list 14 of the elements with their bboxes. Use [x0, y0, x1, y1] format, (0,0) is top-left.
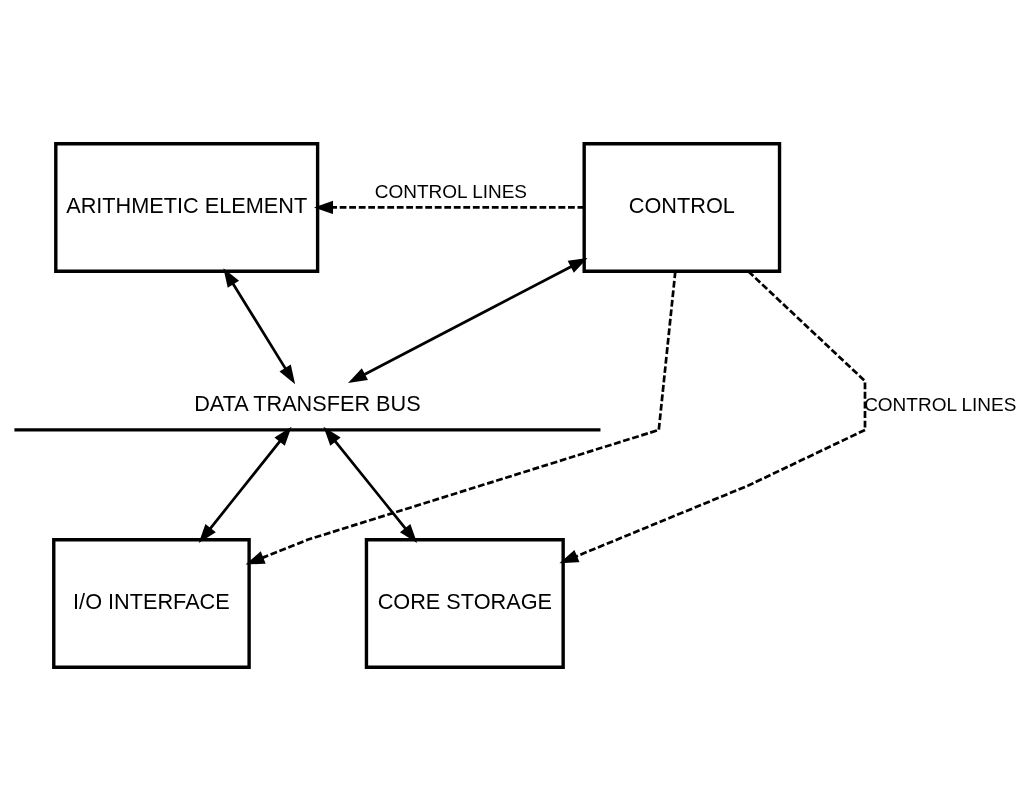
arrow: [347, 257, 588, 383]
node-box: ARITHMETIC ELEMENT: [53, 141, 319, 273]
arrow: [245, 270, 677, 565]
node-text: DATA TRANSFER BUS: [193, 390, 421, 416]
node-box: CORE STORAGE: [364, 537, 565, 669]
edge-label: CONTROL LINES: [374, 180, 527, 202]
arrow: [198, 426, 291, 543]
node-box: CONTROL: [582, 141, 781, 273]
node-box: I/O INTERFACE: [51, 537, 251, 669]
edge-label: CONTROL LINES: [863, 393, 1016, 415]
arrow: [558, 270, 866, 563]
arrow: [313, 200, 584, 214]
arrow: [323, 426, 417, 543]
arrow: [222, 267, 295, 384]
